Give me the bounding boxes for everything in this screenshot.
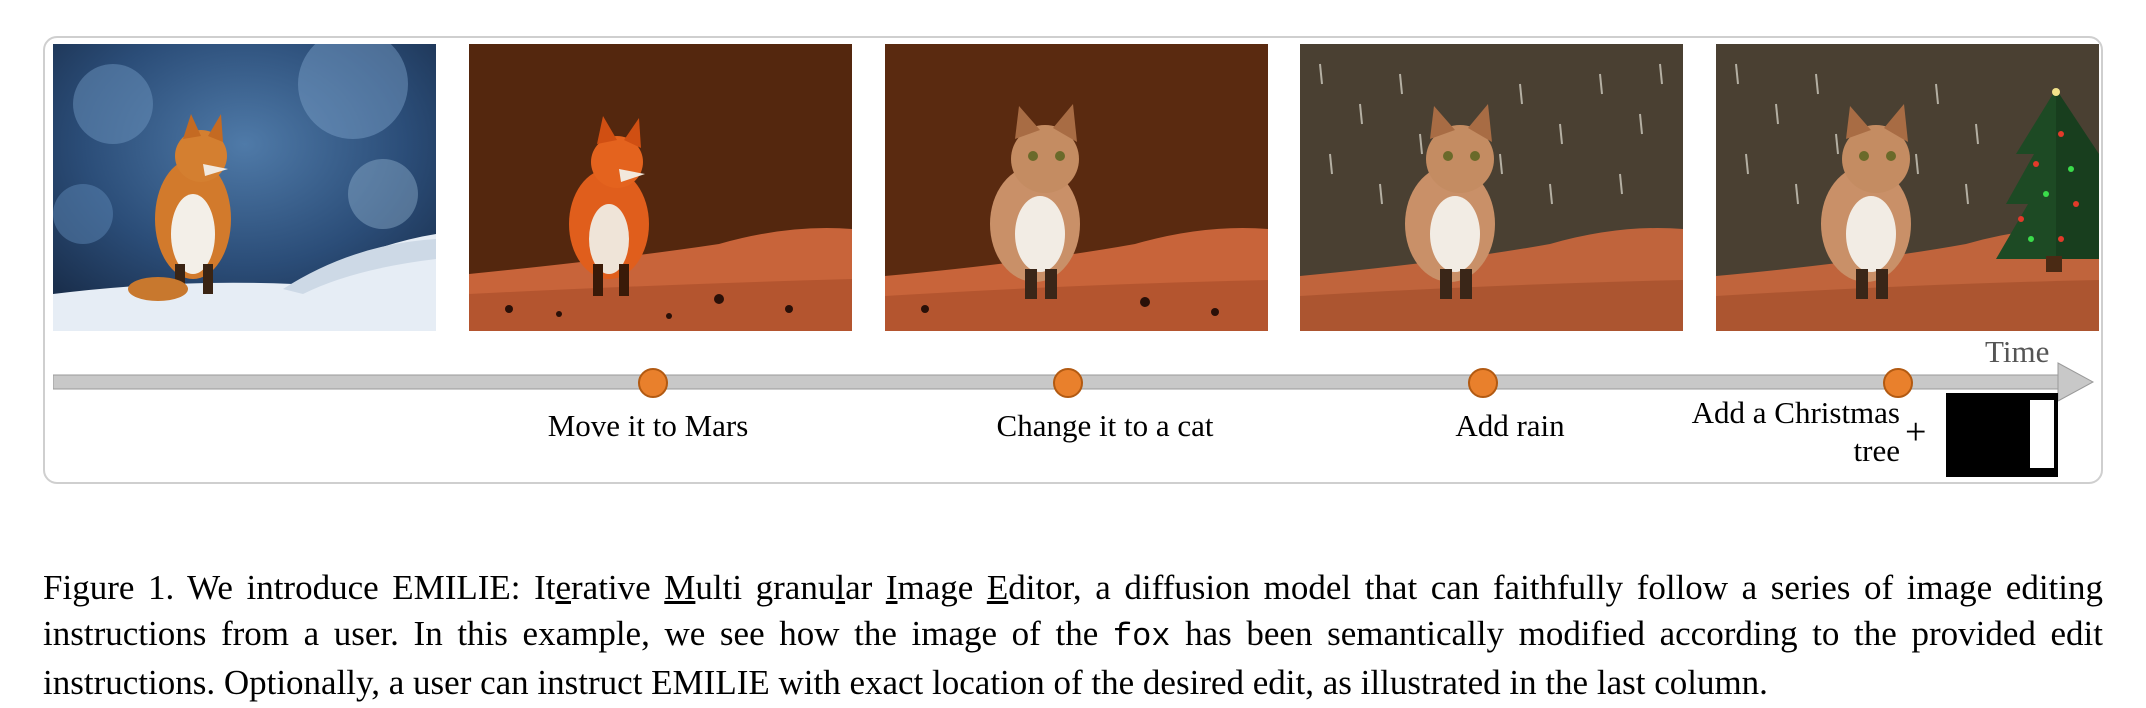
time-axis-label: Time [1985, 334, 2050, 369]
step-label-cat: Change it to a cat [996, 408, 1214, 443]
tree-cat-image [1716, 44, 2099, 331]
figure-label: Figure 1. [43, 568, 175, 607]
mars-cat-image [885, 44, 1268, 331]
mars-fox-image [469, 44, 852, 331]
figure-caption: Figure 1. We introduce EMILIE: Iterative… [43, 568, 2103, 702]
fox-code-term: fox [1112, 618, 1171, 655]
step-label-mars: Move it to Mars [547, 408, 749, 443]
figure-frame [43, 36, 2103, 484]
mask-region [2030, 400, 2054, 468]
step-label-tree: Add a Christmas tree [1691, 395, 1900, 468]
step-label-rain: Add rain [1455, 408, 1565, 443]
plus-sign: + [1905, 411, 1927, 453]
rain-cat-image [1300, 44, 1683, 331]
fox-snow-image [53, 44, 436, 331]
